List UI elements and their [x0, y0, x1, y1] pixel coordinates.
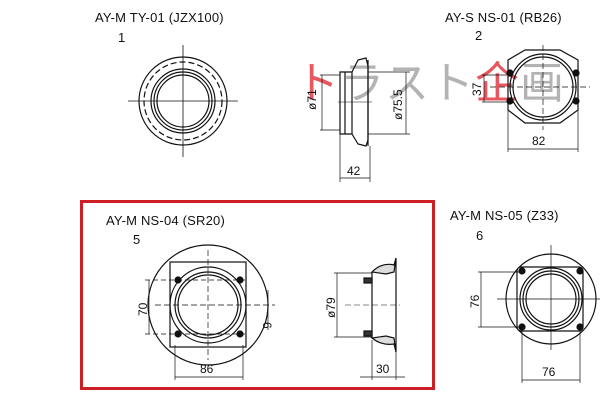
part-5-index: 5: [133, 232, 141, 247]
part-1-index: 1: [118, 30, 126, 45]
svg-text:ス: ス: [385, 58, 429, 109]
dim-width-86: 86: [200, 362, 214, 376]
part-1-title: AY-M TY-01 (JZX100): [95, 10, 224, 25]
dim-height-76: 76: [468, 294, 482, 308]
part-2-front-view: [482, 45, 590, 152]
svg-text:ト: ト: [430, 58, 474, 109]
part-5-front-view: [145, 244, 275, 380]
part-6-index: 6: [476, 228, 484, 243]
dim-height-37: 37: [470, 82, 484, 96]
dim-diameter-75-5: ø75.5: [391, 89, 405, 120]
part-2-title: AY-S NS-01 (RB26): [445, 10, 562, 25]
part-1-front-view: [128, 45, 238, 157]
dim-width-42: 42: [347, 164, 361, 178]
part-6-front-view: [478, 245, 600, 383]
dim-width-76: 76: [542, 365, 556, 379]
part-2-index: 2: [475, 28, 483, 43]
part-5-side-view: [334, 257, 405, 380]
svg-text:画: 画: [520, 58, 564, 109]
dim-width-30: 30: [376, 362, 390, 376]
part-6-title: AY-M NS-05 (Z33): [450, 208, 559, 223]
dim-diameter-71: ø71: [305, 89, 319, 110]
svg-text:ト: ト: [295, 58, 339, 109]
dim-offset-6: 6: [260, 322, 274, 329]
part-2-side-view: [320, 57, 410, 182]
part-5-title: AY-M NS-04 (SR20): [106, 213, 225, 228]
dim-width-82: 82: [532, 134, 546, 148]
svg-text:ラ: ラ: [340, 58, 384, 109]
dim-height-70: 70: [136, 302, 150, 316]
highlight-box-part-5: [80, 200, 435, 390]
dim-diameter-79: ø79: [324, 297, 338, 318]
